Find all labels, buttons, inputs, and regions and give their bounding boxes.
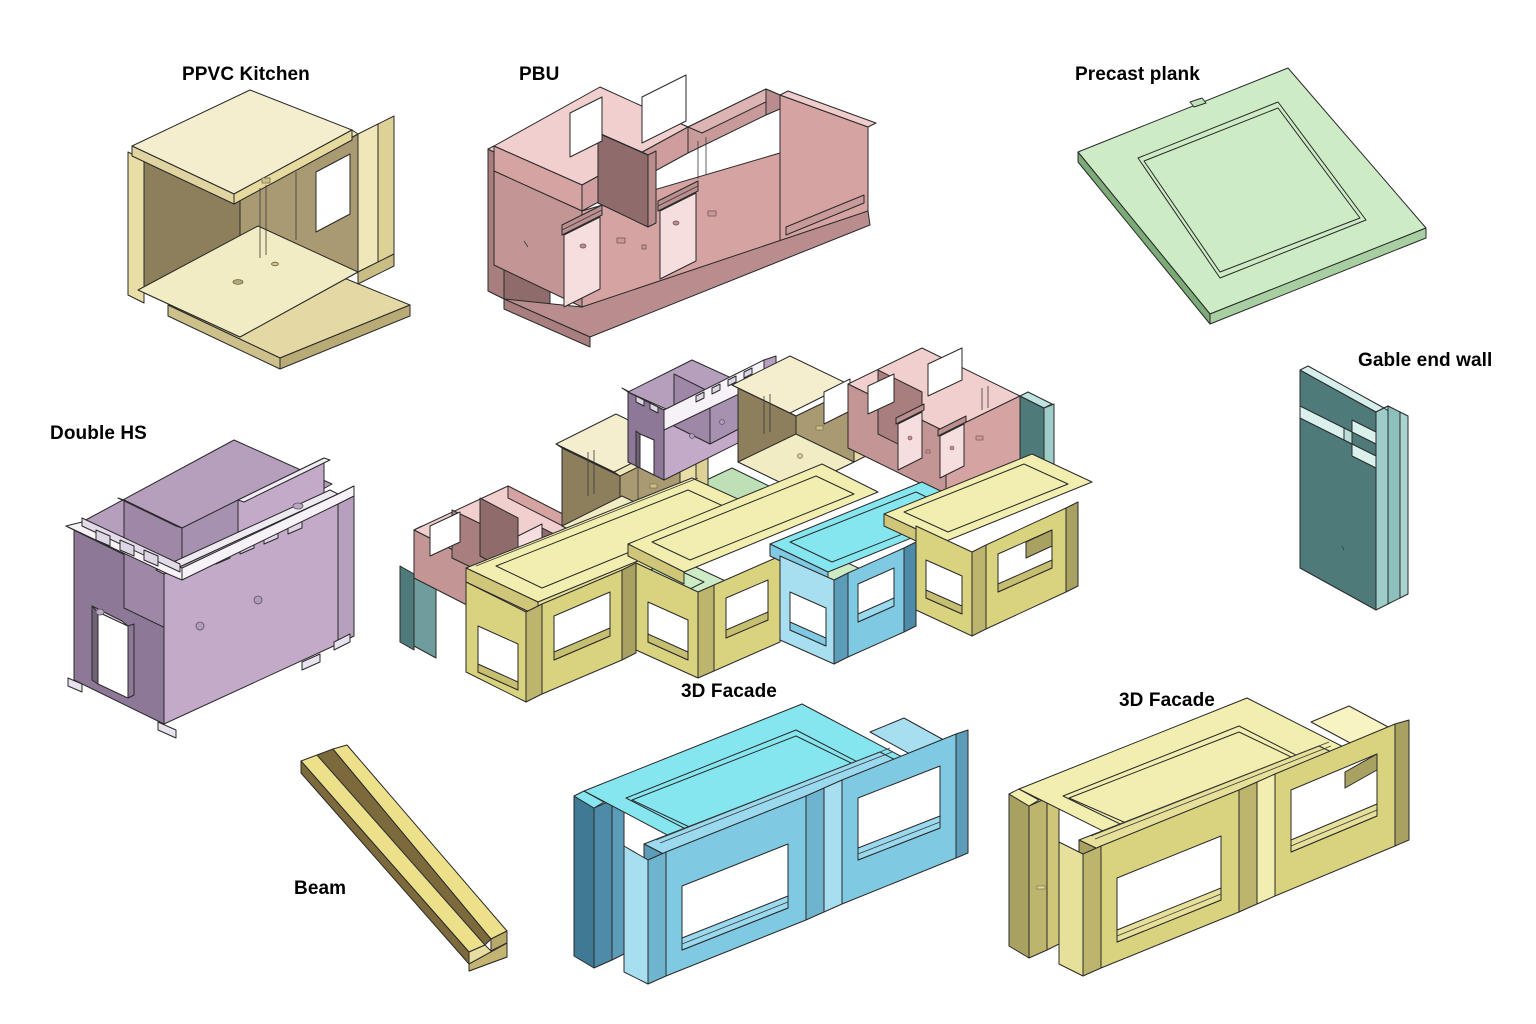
- label-gable-end-wall: Gable end wall: [1358, 350, 1493, 371]
- pbu-module: [487, 74, 877, 348]
- label-beam: Beam: [294, 878, 347, 899]
- ppvc-kitchen-module: [127, 89, 411, 370]
- label-facade-yellow: 3D Facade: [1119, 690, 1215, 711]
- double-hs-module: [65, 439, 355, 739]
- label-precast-plank: Precast plank: [1075, 64, 1200, 85]
- central-assembly: [399, 347, 1093, 703]
- facade-blue: [573, 703, 969, 985]
- precast-plank: [1077, 67, 1427, 325]
- label-double-hs: Double HS: [50, 423, 147, 444]
- facade-yellow: [1008, 697, 1410, 977]
- label-ppvc-kitchen: PPVC Kitchen: [182, 64, 310, 85]
- label-facade-blue: 3D Facade: [681, 681, 777, 702]
- beam: [300, 744, 508, 972]
- label-pbu: PBU: [519, 64, 560, 85]
- gable-end-wall: [1299, 365, 1409, 611]
